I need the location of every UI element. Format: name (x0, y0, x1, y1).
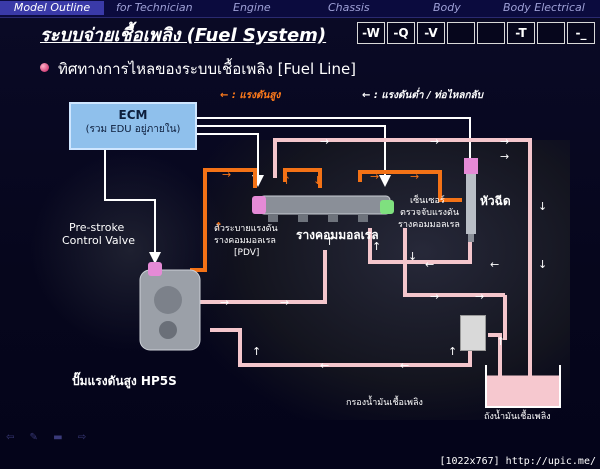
ecm-title: ECM (118, 108, 148, 122)
code-box: -W (357, 22, 385, 44)
code-box (537, 22, 565, 44)
hp5s-pump (139, 262, 201, 351)
sensor-label-2: ตรวจจับแรงดัน (400, 208, 460, 218)
filter-label: กรองน้ำมันเชื้อเพลิง (346, 398, 423, 408)
tab-model-outline[interactable]: Model Outline (0, 1, 104, 15)
svg-text:↑: ↑ (325, 235, 334, 248)
pdv-label-3: [PDV] (234, 248, 260, 258)
low-pressure-lines (200, 138, 532, 382)
svg-text:→: → (430, 290, 439, 303)
svg-text:→: → (500, 135, 509, 148)
svg-text:→: → (320, 135, 329, 148)
svg-text:→: → (220, 296, 229, 309)
pdv-label-2: รางคอมมอลเรล (214, 236, 276, 246)
svg-text:↑: ↑ (214, 220, 223, 233)
injector (464, 158, 478, 242)
injector-return-line (368, 228, 472, 264)
svg-text:↑: ↑ (282, 174, 291, 187)
code-box: -Q (387, 22, 415, 44)
svg-text:→: → (222, 168, 231, 181)
code-box (447, 22, 475, 44)
svg-text:←: ← (490, 258, 499, 271)
pump-return-line (200, 250, 327, 304)
high-pressure-lines (190, 168, 462, 272)
model-code-boxes: -W -Q -V -T -_ (357, 22, 597, 44)
svg-text:↑: ↑ (448, 345, 457, 358)
fuel-tank (485, 365, 561, 408)
pump-label: ปั๊มแรงดันสูง HP5S (72, 374, 177, 388)
flow-arrows: → → → ↓ ↓ → ↑ ↓ ↑ → → ← ← → → ↑ ↑ ↑ ← ← (220, 135, 547, 372)
sensor-label-1: เซ็นเซอร์ (410, 196, 445, 206)
svg-text:↑: ↑ (372, 240, 381, 253)
ecm-to-pump-wire (104, 150, 161, 264)
svg-text:→: → (430, 135, 439, 148)
svg-text:↑: ↑ (496, 335, 505, 348)
control-valve-label: Control Valve (62, 234, 136, 247)
ecm-to-sensor-wire (197, 125, 391, 187)
ecm-box: ECM (รวม EDU อยู่ภายใน) (69, 102, 197, 150)
svg-text:→: → (500, 150, 509, 163)
rail-to-injector-line (358, 170, 462, 202)
ecm-to-pdv-wire (197, 133, 264, 187)
code-box (477, 22, 505, 44)
page-title: ระบบจ่ายเชื้อเพลิง (Fuel System) (40, 25, 327, 46)
bullet-icon (40, 63, 49, 72)
svg-text:→: → (475, 290, 484, 303)
svg-text:→: → (410, 170, 419, 183)
ecm-to-injector-wire (197, 117, 471, 160)
fuel-filter (460, 315, 486, 351)
tab-body-electrical[interactable]: Body Electrical (503, 1, 585, 14)
return-line-top (273, 138, 532, 378)
svg-text:↓: ↓ (313, 174, 322, 187)
tab-chassis[interactable]: Chassis (328, 1, 370, 14)
signal-wires (104, 117, 471, 264)
common-rail-label: รางคอมมอลเรล (296, 228, 379, 242)
tank-label: ถังน้ำมันเชื้อเพลิง (484, 412, 551, 422)
tab-for-technician[interactable]: for Technician (116, 1, 193, 14)
code-box: -T (507, 22, 535, 44)
svg-text:↑: ↑ (252, 345, 261, 358)
pdv-valve (252, 196, 266, 214)
top-navigation: Model Outline for Technician Engine Chas… (0, 0, 600, 18)
rail-feed-line (283, 168, 322, 188)
legend-low-pressure: ← : แรงดันต่ำ / ท่อไหลกลับ (362, 90, 483, 101)
tab-body[interactable]: Body (433, 1, 461, 14)
tab-engine[interactable]: Engine (233, 1, 271, 14)
svg-text:←: ← (320, 359, 329, 372)
svg-text:↓: ↓ (538, 258, 547, 271)
code-box: -_ (567, 22, 595, 44)
svg-text:↓: ↓ (538, 200, 547, 213)
svg-text:→: → (370, 170, 379, 183)
svg-text:→: → (280, 296, 289, 309)
pump-to-rail-line (190, 168, 257, 272)
pre-stroke-label: Pre-stroke (69, 221, 125, 234)
code-box: -V (417, 22, 445, 44)
pdv-label-1: ตัวระบายแรงดัน (214, 224, 278, 234)
slide-nav-icons[interactable]: ⇦ ✎ ▬ ⇨ (6, 432, 93, 443)
common-rail (259, 195, 391, 222)
sensor-label-3: รางคอมมอลเรล (398, 220, 460, 230)
section-subtitle: ทิศทางการไหลของระบบเชื้อเพลิง [Fuel Line… (58, 60, 357, 78)
pressure-sensor (380, 200, 394, 214)
rail-return-line (403, 228, 505, 297)
high-pressure-arrows: → ↑ → → ↓ ↑ (214, 168, 419, 233)
legend-high-pressure: ← : แรงดันสูง (220, 90, 281, 101)
svg-text:←: ← (425, 258, 434, 271)
image-credit: [1022x767] http://upic.me/ (439, 456, 596, 467)
svg-text:↓: ↓ (408, 250, 417, 263)
svg-text:←: ← (400, 359, 409, 372)
filter-to-pump-line (210, 328, 472, 367)
injector-label: หัวฉีด (480, 194, 511, 208)
ecm-subtitle: (รวม EDU อยู่ภายใน) (85, 124, 181, 135)
